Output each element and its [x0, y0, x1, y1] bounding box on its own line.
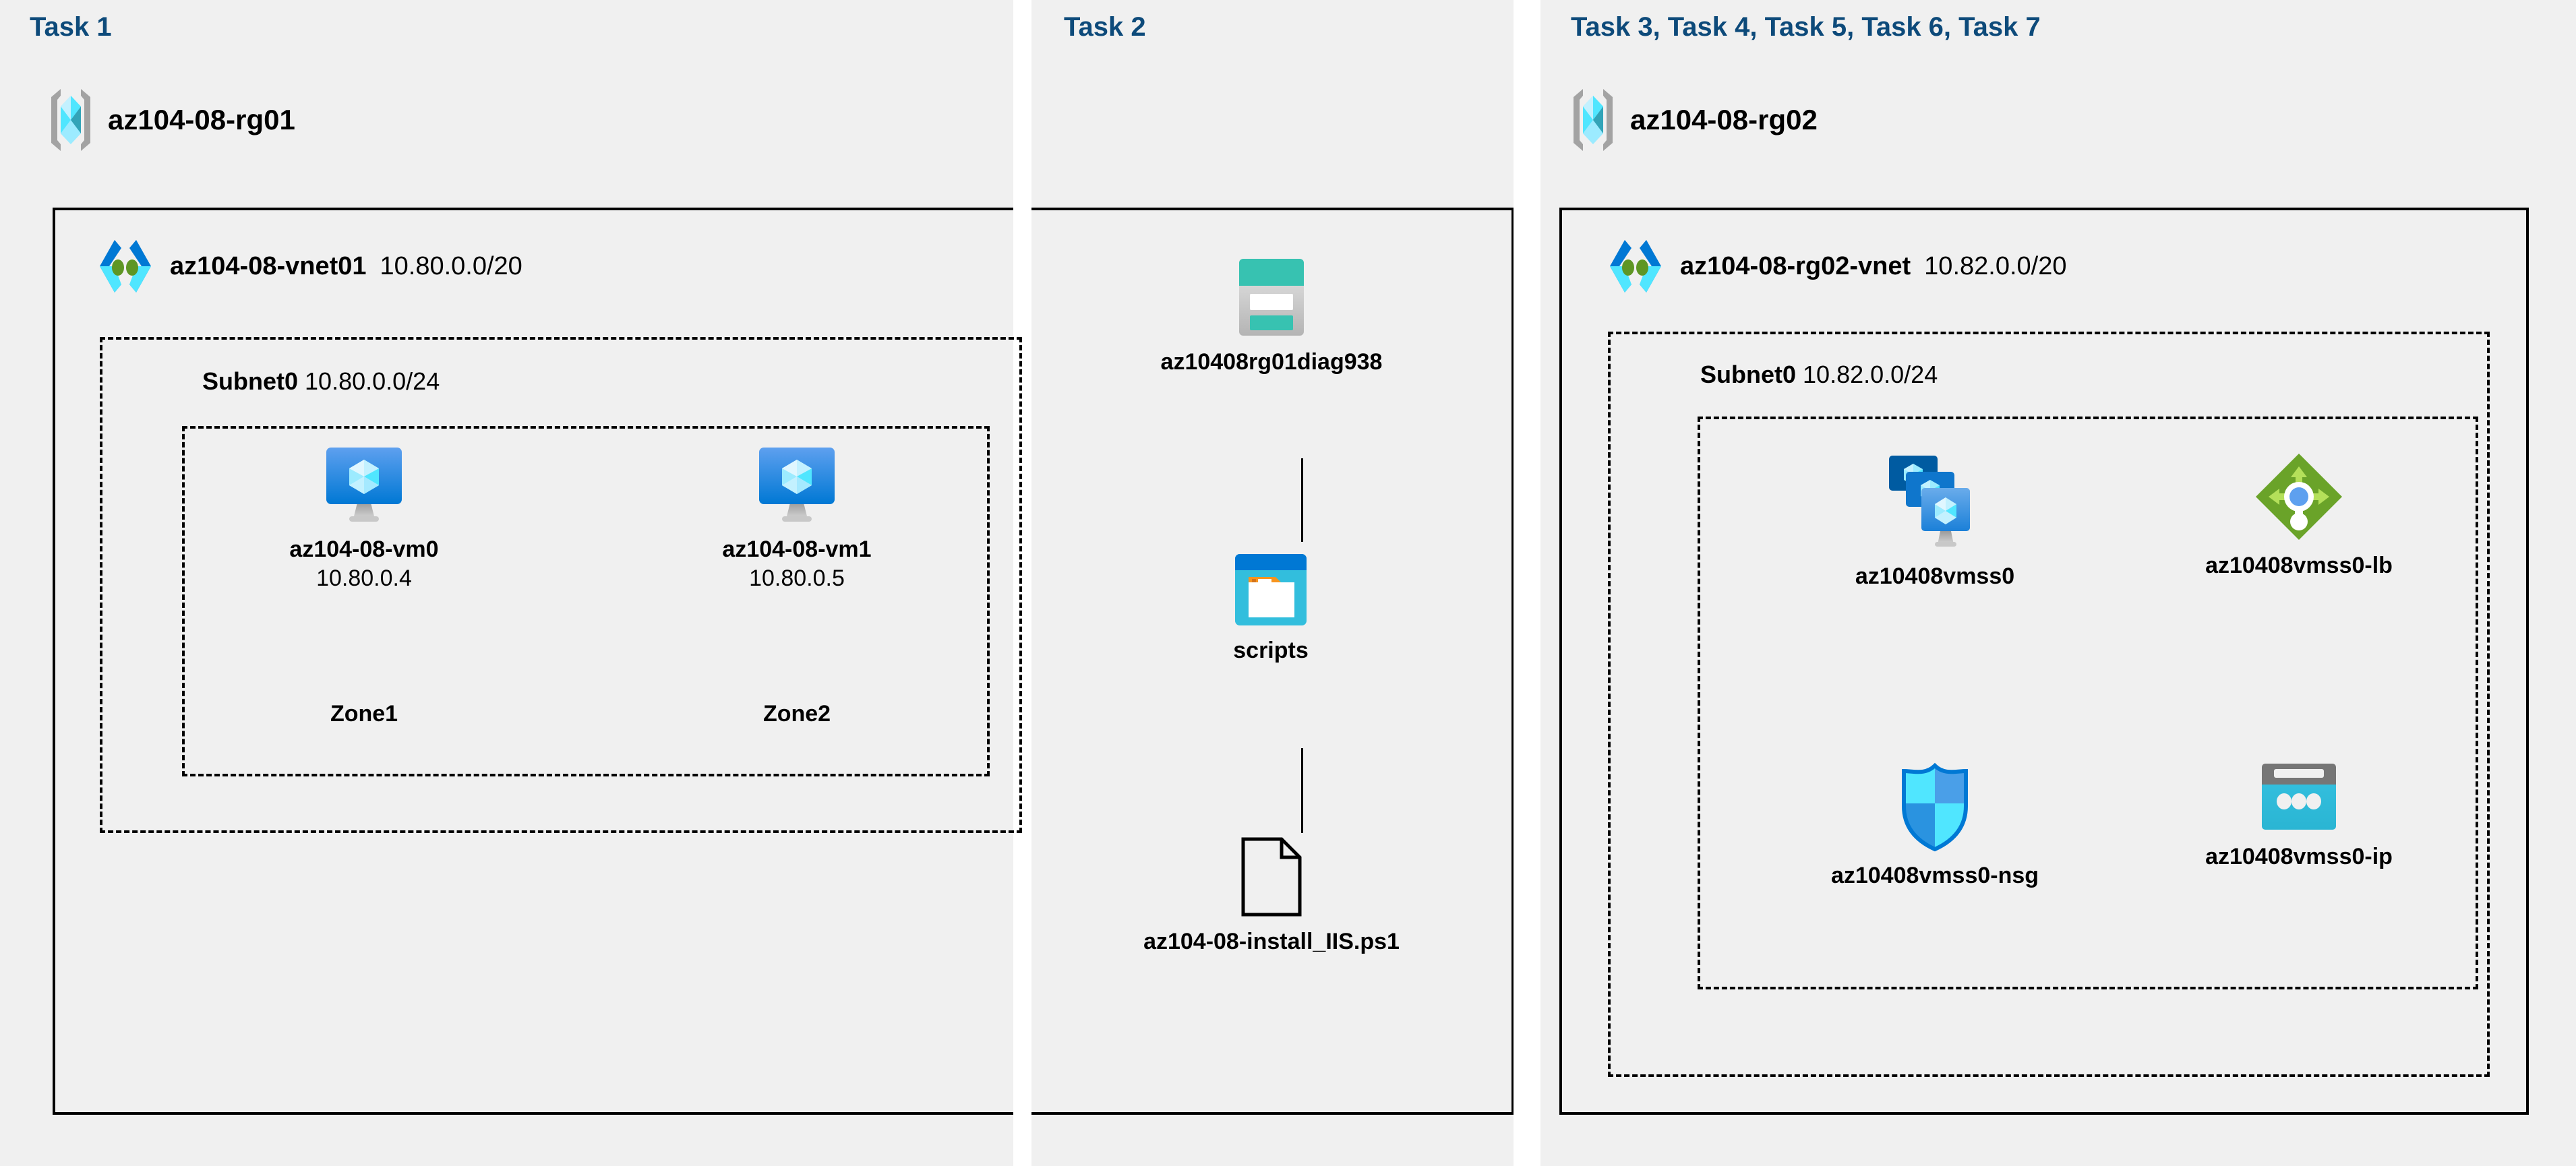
connector-scripts-to-file [1301, 748, 1303, 833]
resource-group-rg02: az104-08-rg02 [1571, 86, 1818, 154]
vnet-header-vnet01: az104-08-vnet01 10.80.0.0/20 [94, 237, 522, 295]
nsg-name: az10408vmss0-nsg [1830, 863, 2039, 888]
resource-group-icon [1571, 86, 1615, 154]
vnet-name: az104-08-vnet01 [170, 251, 367, 280]
subnet-boundary-subnet0-vnet01 [100, 337, 1022, 833]
resource-node-vmss: az10408vmss0 [1793, 452, 2076, 590]
resource-node-load-balancer: az10408vmss0-lb [2144, 452, 2454, 579]
panel-title-task1: Task 1 [30, 12, 112, 42]
resource-group-label: az104-08-rg01 [108, 104, 295, 135]
virtual-machine-icon [322, 445, 406, 526]
script-file-name: az104-08-install_IIS.ps1 [1143, 929, 1400, 954]
resource-group-icon [49, 86, 93, 154]
resource-node-vm1: az104-08-vm1 10.80.0.5 [689, 445, 905, 592]
vm-ip: 10.80.0.4 [316, 565, 412, 591]
panel-gutter-2 [1514, 0, 1540, 1166]
resource-node-blob-container: scripts [1146, 553, 1396, 664]
vm-ip: 10.80.0.5 [749, 565, 845, 591]
subnet-label-rg02vnet: Subnet0 10.82.0.0/24 [1700, 361, 1938, 389]
vm-scale-set-icon [1874, 452, 1996, 553]
subnet-cidr: 10.82.0.0/24 [1803, 361, 1938, 388]
panel-task1 [0, 0, 1013, 1166]
load-balancer-icon [2254, 452, 2344, 542]
resource-node-public-ip: az10408vmss0-ip [2144, 762, 2454, 870]
vnet-boundary-rg02-vnet [1559, 208, 2529, 1115]
load-balancer-name: az10408vmss0-lb [2205, 553, 2393, 578]
public-ip-address-icon [2259, 762, 2339, 833]
vnet-boundary-vnet01 [53, 208, 1514, 1115]
resource-node-storage-account: az10408rg01diag938 [1089, 256, 1454, 375]
script-file-icon [1240, 836, 1303, 918]
zone-label-vm0: Zone1 [330, 701, 398, 727]
subnet-cidr: 10.80.0.0/24 [305, 367, 440, 395]
virtual-machine-icon [755, 445, 839, 526]
resource-group-rg01: az104-08-rg01 [49, 86, 295, 154]
blob-container-name: scripts [1233, 638, 1309, 663]
blob-container-icon [1234, 553, 1308, 627]
vnet-header-rg02-vnet: az104-08-rg02-vnet 10.82.0.0/20 [1605, 237, 2066, 295]
virtual-network-icon [1605, 237, 1667, 295]
availability-zone-group-boundary [182, 426, 990, 776]
subnet-label-vnet01: Subnet0 10.80.0.0/24 [202, 367, 440, 396]
connector-storage-to-scripts [1301, 458, 1303, 542]
resource-group-inner-boundary [1698, 417, 2478, 989]
panel-task3 [1540, 0, 2576, 1166]
subnet-name: Subnet0 [1700, 361, 1797, 388]
resource-node-vm0: az104-08-vm0 10.80.0.4 [256, 445, 472, 592]
storage-account-icon [1236, 256, 1307, 338]
subnet-boundary-subnet0-rg02vnet [1608, 332, 2490, 1077]
virtual-network-icon [94, 237, 156, 295]
network-security-group-icon [1896, 762, 1974, 852]
subnet-name: Subnet0 [202, 367, 299, 395]
resource-node-script-file: az104-08-install_IIS.ps1 [1069, 836, 1474, 955]
vmss-name: az10408vmss0 [1855, 563, 2015, 589]
storage-account-name: az10408rg01diag938 [1160, 349, 1383, 375]
vnet-cidr: 10.82.0.0/20 [1924, 251, 2067, 280]
panel-title-task3: Task 3, Task 4, Task 5, Task 6, Task 7 [1571, 12, 2041, 42]
panel-gutter-1 [1013, 0, 1031, 1166]
vm-name: az104-08-vm1 [722, 536, 872, 562]
vnet-cidr: 10.80.0.0/20 [380, 251, 522, 280]
zone-label-vm1: Zone2 [762, 701, 831, 727]
resource-group-label: az104-08-rg02 [1630, 104, 1818, 135]
resource-node-nsg: az10408vmss0-nsg [1793, 762, 2076, 889]
vnet-name: az104-08-rg02-vnet [1680, 251, 1911, 280]
public-ip-name: az10408vmss0-ip [2205, 844, 2393, 869]
panel-title-task2: Task 2 [1064, 12, 1146, 42]
vm-name: az104-08-vm0 [289, 536, 439, 562]
